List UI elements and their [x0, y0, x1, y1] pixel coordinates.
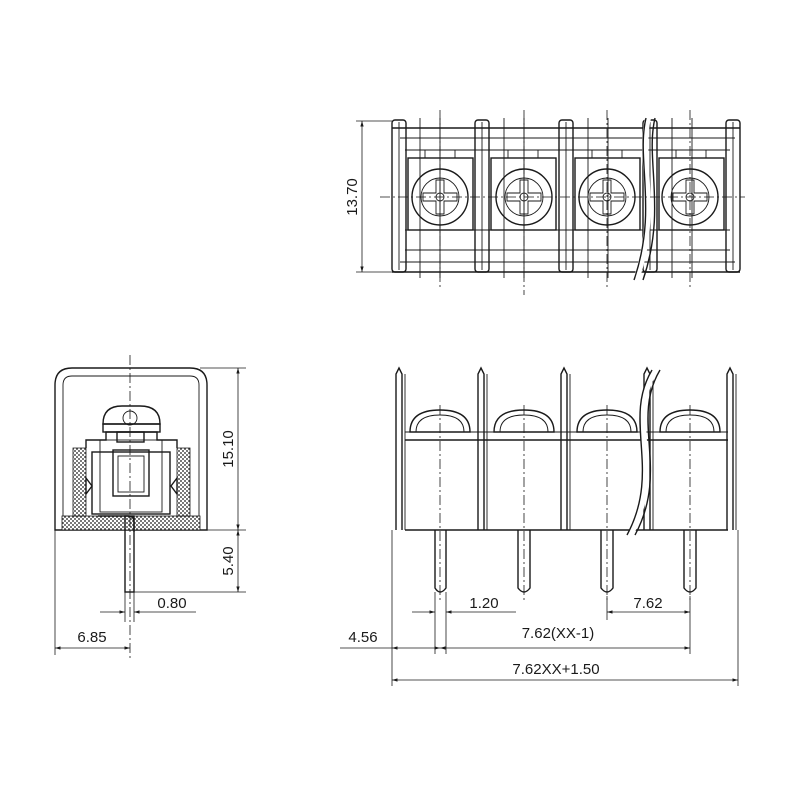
- dimension-front-edge-offset: 4.56: [340, 629, 440, 650]
- dimension-side-height: 15.10: [200, 367, 246, 531]
- front-view-pins: [434, 530, 697, 593]
- top-view-pockets: [407, 149, 725, 231]
- dimension-front-span-label: 7.62(XX-1): [522, 625, 595, 642]
- dimension-side-pin-length: 5.40: [134, 530, 246, 593]
- dimension-side-height-label: 15.10: [220, 430, 237, 468]
- front-view-break-line: [626, 368, 661, 537]
- dimension-top-height: 13.70: [344, 120, 392, 273]
- top-view-break-line: [633, 117, 656, 281]
- dimension-front-pin-width-label: 1.20: [469, 595, 498, 612]
- dimension-front-pitch-label: 7.62: [633, 595, 662, 612]
- front-view: 1.20 7.62 4.56 7.62(XX-1) 7.62XX+1.50: [340, 366, 739, 686]
- side-view-pin: [124, 515, 135, 593]
- top-view-center-lines: [380, 110, 745, 295]
- dimension-front-edge-offset-label: 4.56: [348, 629, 377, 646]
- dimension-front-pin-width: 1.20: [412, 595, 516, 614]
- dimension-side-pin-width: 0.80: [100, 592, 196, 622]
- dimension-side-offset: 6.85: [54, 530, 130, 655]
- dimension-top-height-label: 13.70: [344, 178, 361, 216]
- front-view-center-lines: [439, 405, 691, 600]
- dimension-side-pin-width-label: 0.80: [157, 595, 186, 612]
- dimension-front-total-label: 7.62XX+1.50: [512, 661, 599, 678]
- top-view-barriers: [391, 119, 741, 273]
- side-view-insulation: [61, 515, 201, 531]
- dimension-front-pitch: 7.62: [607, 595, 690, 614]
- front-view-barriers: [395, 366, 737, 530]
- side-screw-head-icon: [102, 405, 161, 443]
- dimension-side-pin-length-label: 5.40: [220, 546, 237, 575]
- top-view: 13.70: [344, 110, 745, 295]
- side-view: 15.10 5.40 0.80 6.85: [54, 355, 246, 660]
- dimension-side-offset-label: 6.85: [77, 629, 106, 646]
- dimension-front-span: 7.62(XX-1): [440, 625, 690, 650]
- dimension-front-total: 7.62XX+1.50: [392, 661, 738, 682]
